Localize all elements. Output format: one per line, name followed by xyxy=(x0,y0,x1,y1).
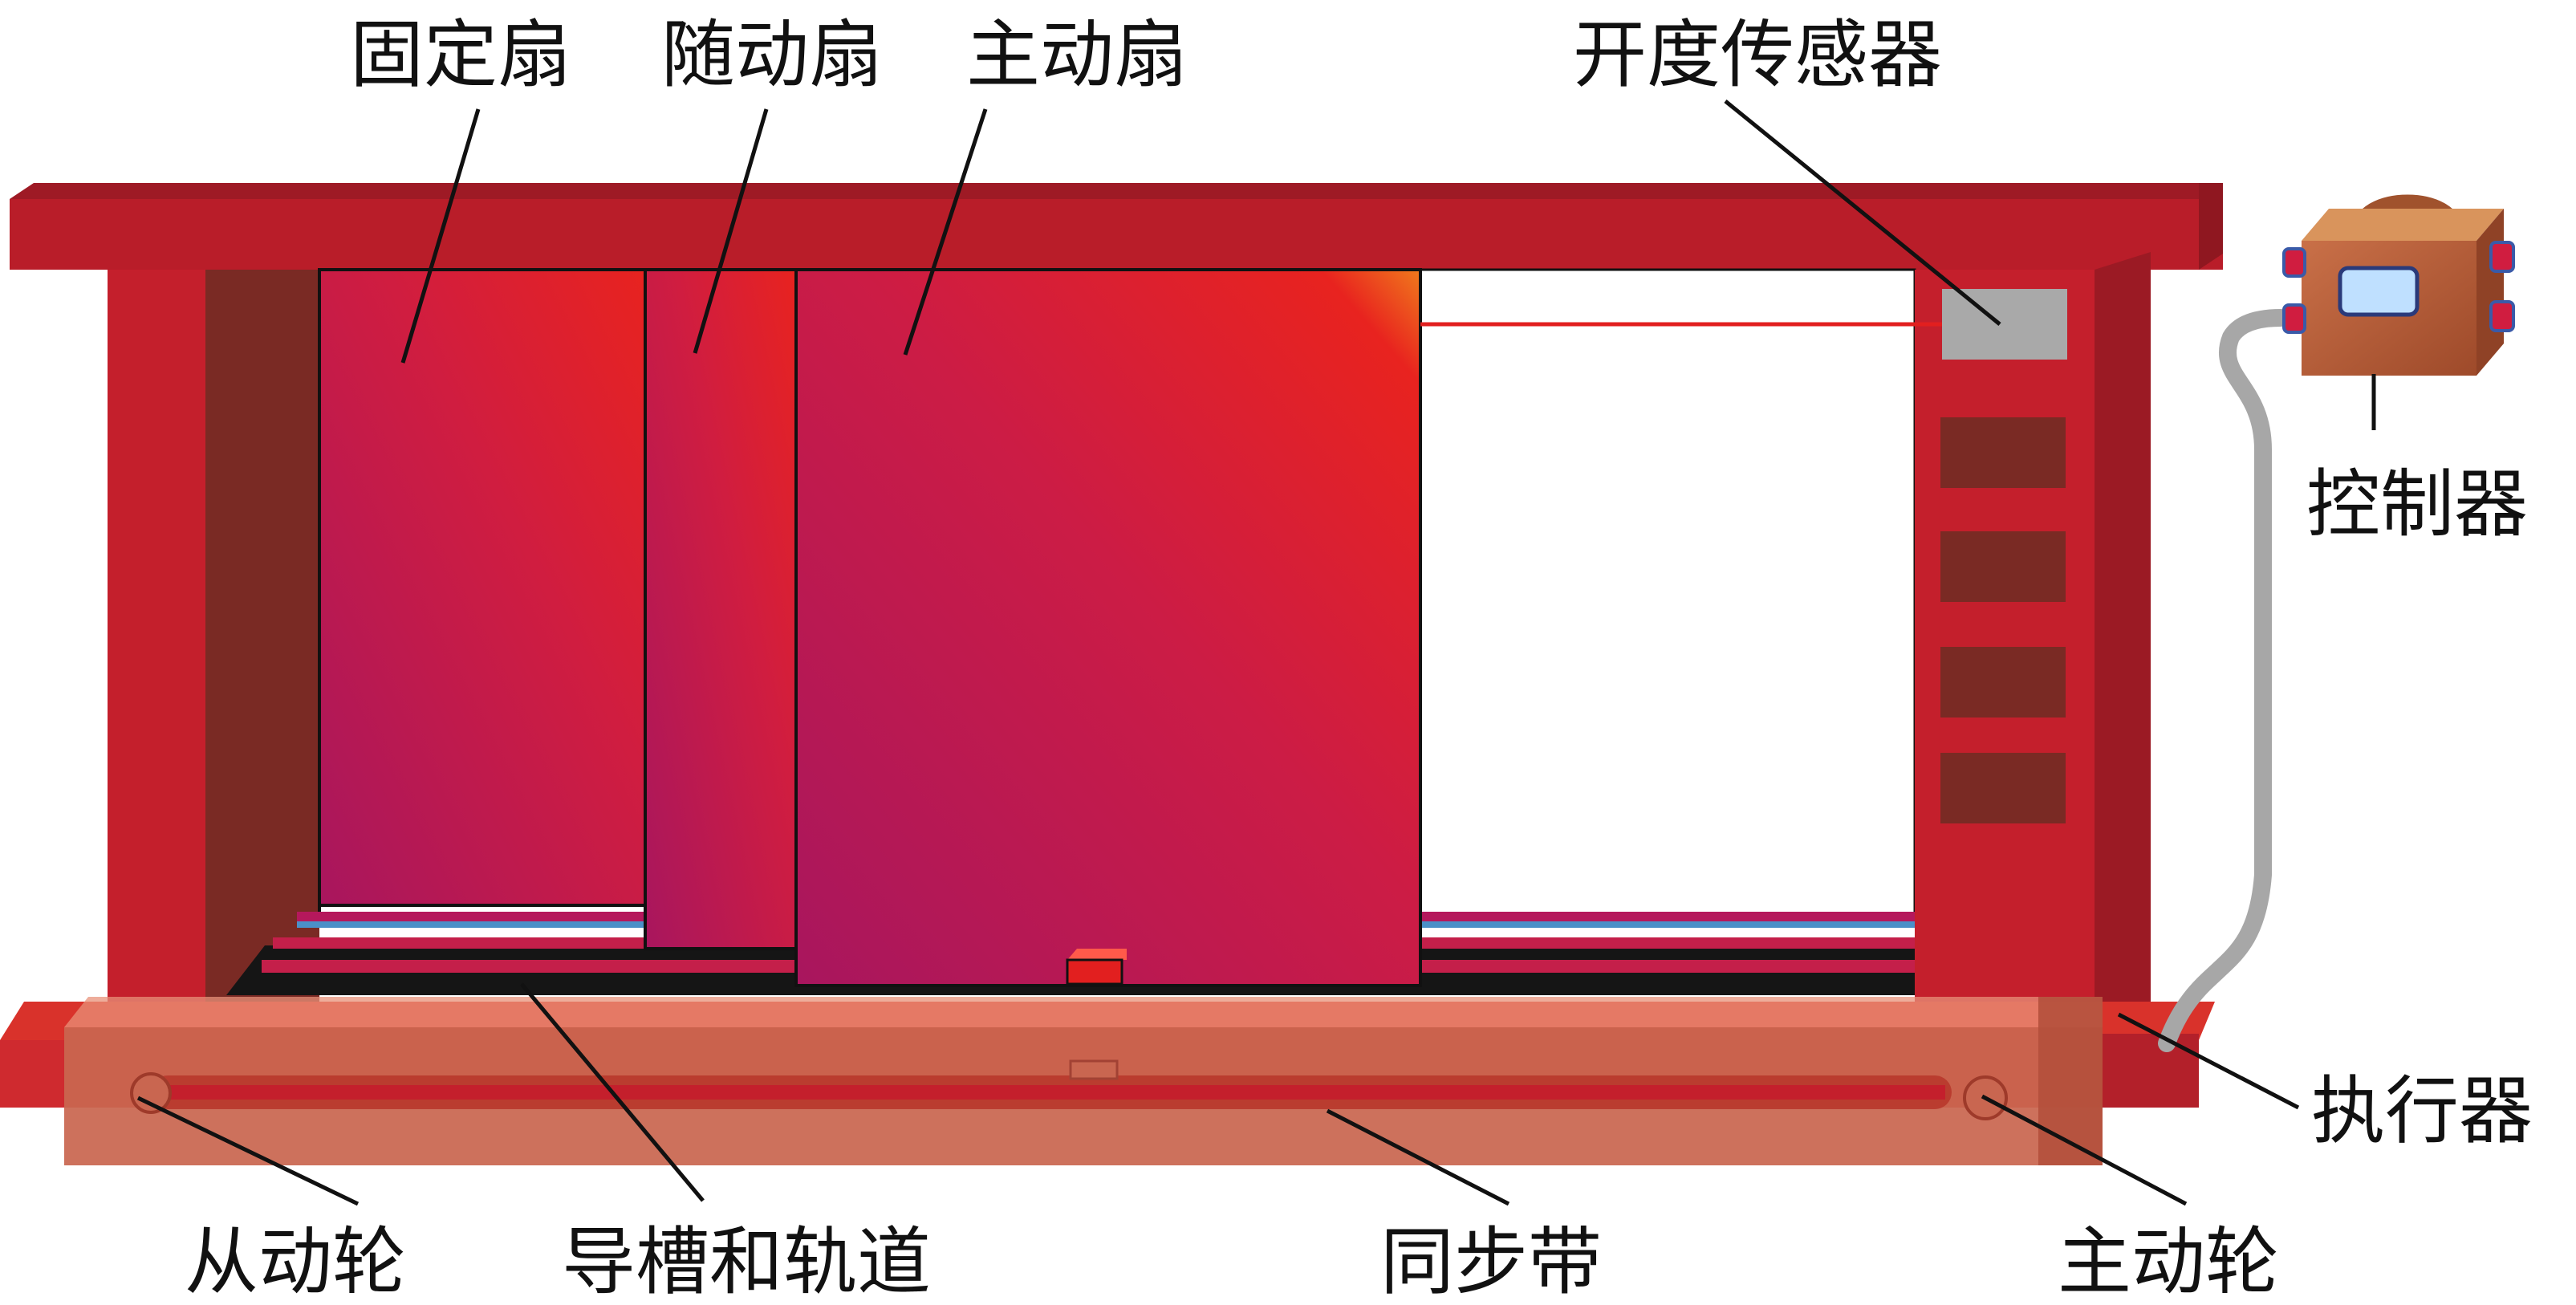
fixed-leaf xyxy=(318,268,647,907)
post-panel xyxy=(1940,753,2066,823)
door-opening xyxy=(1419,268,1916,921)
label-guide-groove-track: 导槽和轨道 xyxy=(562,1219,931,1305)
label-timing-belt: 同步带 xyxy=(1380,1219,1602,1305)
controller-box xyxy=(2282,194,2515,376)
timing-belt xyxy=(151,1059,1952,1109)
post-panel xyxy=(1940,417,2066,488)
label-fixed-leaf: 固定扇 xyxy=(350,12,571,98)
label-opening-sensor: 开度传感器 xyxy=(1573,12,1942,98)
top-beam xyxy=(10,183,2223,270)
label-driven-wheel: 从动轮 xyxy=(185,1219,406,1305)
controller-display xyxy=(2338,266,2420,317)
controller-cable xyxy=(2158,309,2290,1052)
left-post xyxy=(108,270,321,1016)
leader-lines xyxy=(136,100,2376,1206)
label-controller: 控制器 xyxy=(2306,461,2528,547)
label-actuator: 执行器 xyxy=(2311,1068,2533,1154)
opening-sensor xyxy=(1942,289,2067,360)
belt-clamp xyxy=(1066,949,1127,986)
label-drive-wheel: 主动轮 xyxy=(2058,1219,2279,1305)
post-panel xyxy=(1940,647,2066,718)
label-follower-leaf: 随动扇 xyxy=(661,12,883,98)
post-panel xyxy=(1940,531,2066,602)
follower-leaf xyxy=(644,268,798,950)
right-post xyxy=(1915,252,2151,1016)
active-leaf xyxy=(794,268,1422,987)
label-active-leaf: 主动扇 xyxy=(966,12,1188,98)
driven-wheel xyxy=(130,1072,172,1114)
